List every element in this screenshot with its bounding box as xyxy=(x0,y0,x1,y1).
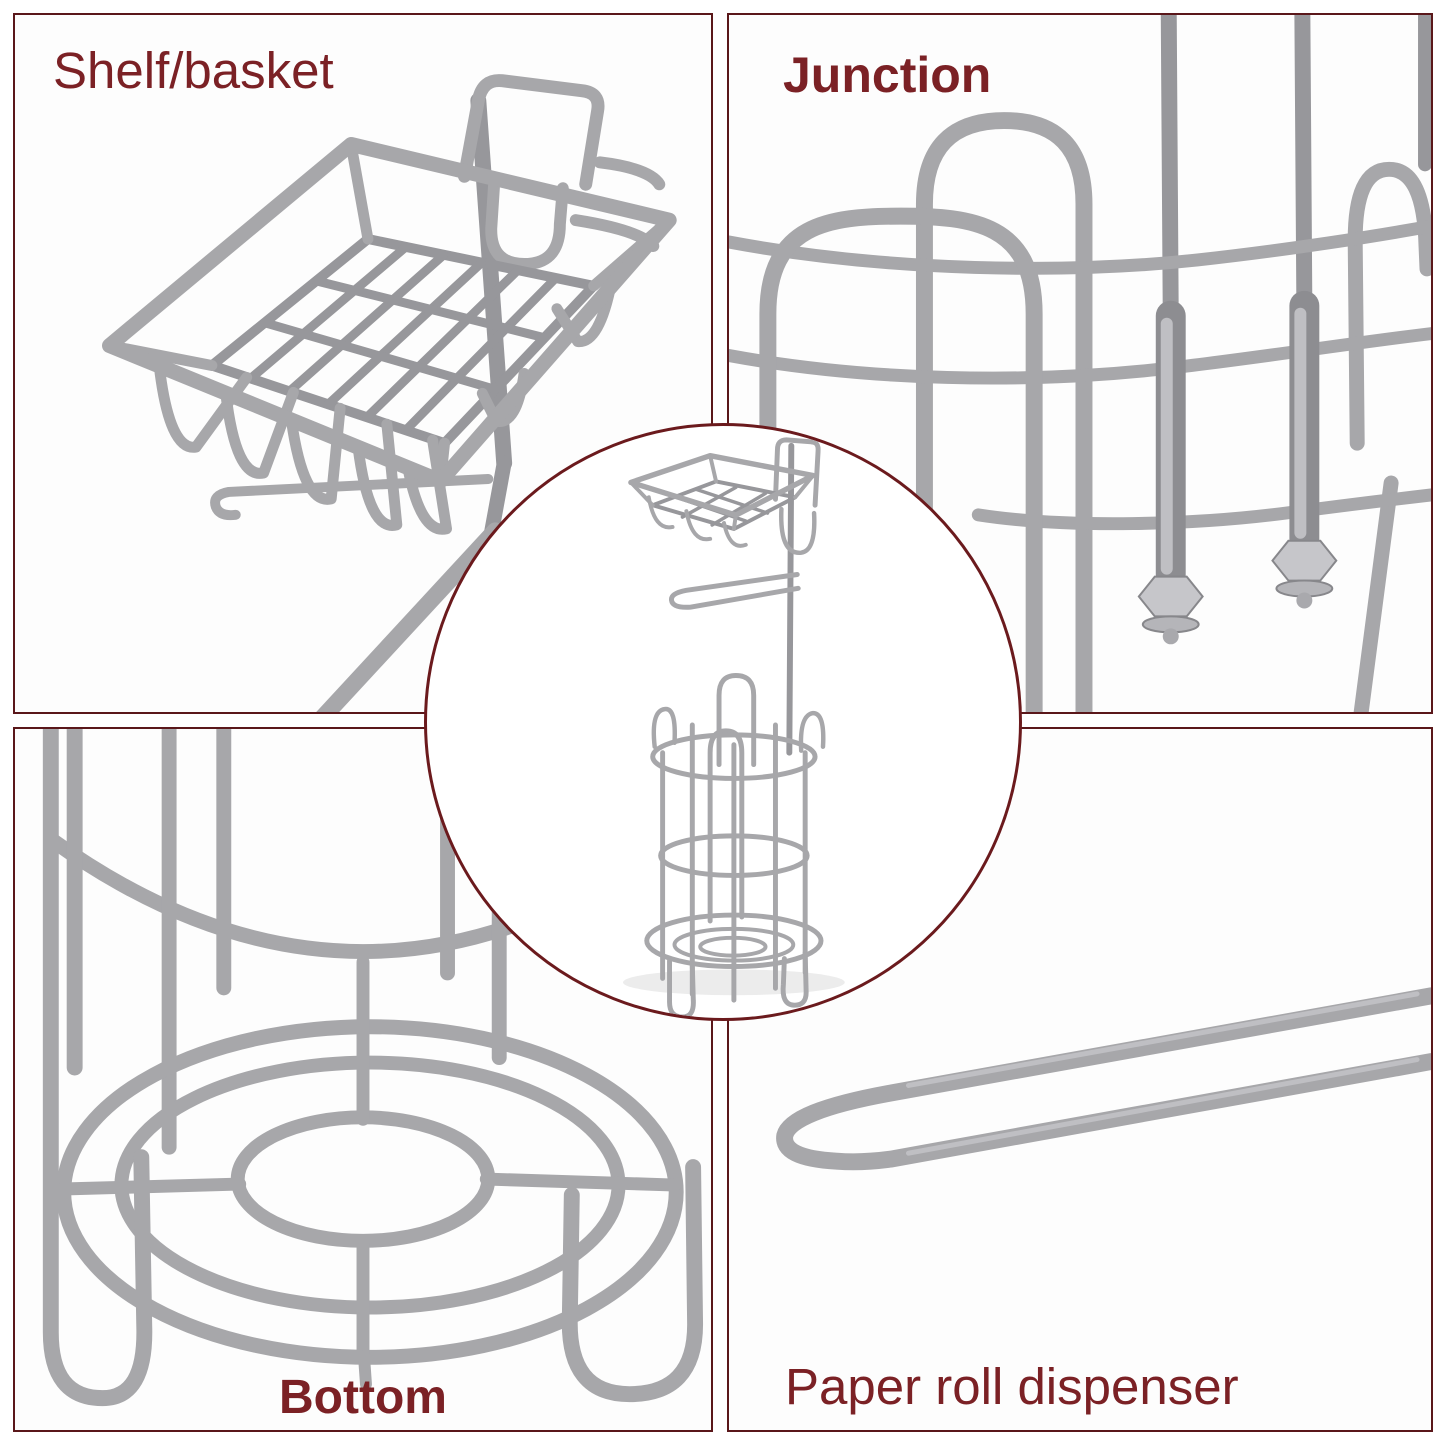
junction-photo xyxy=(729,15,1431,712)
panel-shelf-basket: Shelf/basket xyxy=(13,13,713,714)
paper-roll-dispenser-photo xyxy=(776,987,1431,1171)
shelf-basket-photo xyxy=(102,74,677,712)
bottom-label: Bottom xyxy=(279,1371,447,1424)
panel-junction: Junction xyxy=(727,13,1433,714)
product-overview-circle xyxy=(424,423,1022,1021)
product-overview-photo xyxy=(623,437,845,1018)
panel-bottom: Bottom xyxy=(13,727,713,1432)
shelf-basket-label: Shelf/basket xyxy=(53,42,334,99)
junction-label: Junction xyxy=(783,47,992,103)
paper-roll-dispenser-label: Paper roll dispenser xyxy=(785,1358,1239,1415)
